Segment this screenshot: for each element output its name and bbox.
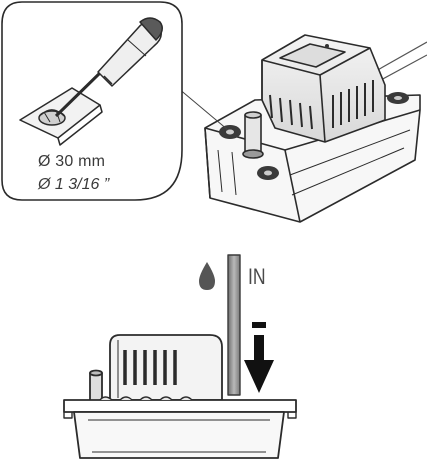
- pump-perspective: [177, 34, 427, 223]
- pump-side-view: [63, 254, 297, 459]
- inlet-label: IN: [248, 264, 266, 289]
- diameter-mm-text: Ø 30 mm: [38, 153, 106, 170]
- down-arrow-icon: [244, 322, 274, 393]
- diameter-inch-text: Ø 1 3/16 ”: [38, 176, 110, 193]
- water-drop-icon: [199, 262, 215, 290]
- drilling-illustration: [19, 17, 163, 146]
